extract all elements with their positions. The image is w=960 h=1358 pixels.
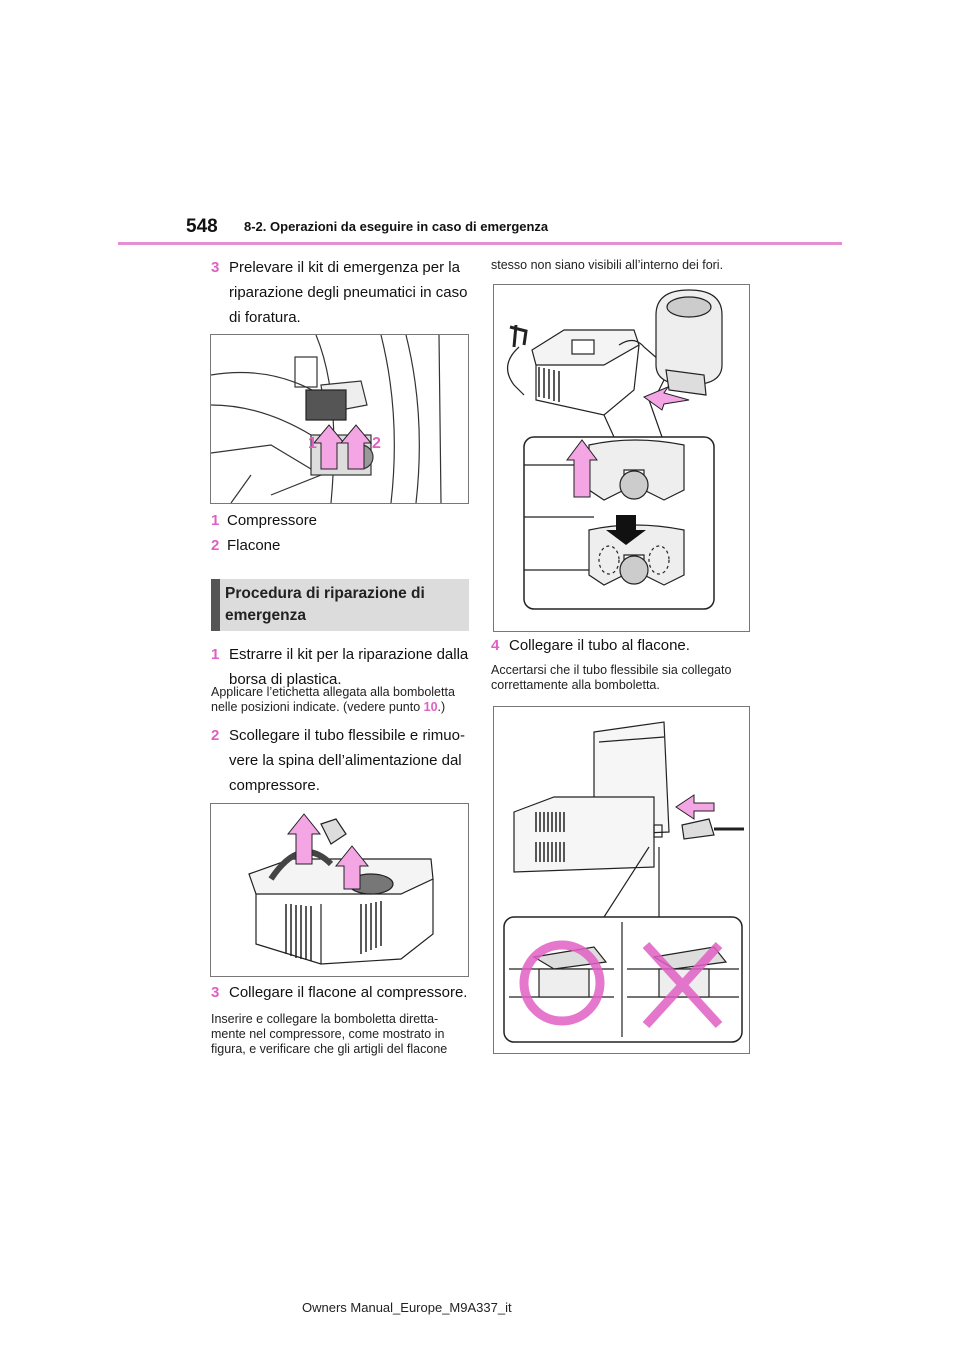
heading-bar	[211, 579, 220, 631]
note-line: Applicare l’etichetta allegata alla bomb…	[211, 685, 455, 699]
step-number: 4	[491, 637, 500, 654]
note-line: figura, e verificare che gli artigli del…	[211, 1042, 448, 1056]
legend-number: 1	[211, 512, 220, 529]
step-text-line: Prelevare il kit di emergenza per la	[229, 259, 460, 276]
procedure-heading: Procedura di riparazione di emergenza	[211, 579, 469, 631]
legend-label: Compressore	[227, 512, 318, 529]
proc-step-1-note: Applicare l’etichetta allegata alla bomb…	[211, 685, 471, 715]
note-line: correttamente alla bomboletta.	[491, 678, 660, 692]
header-rule	[118, 242, 842, 245]
step-text-line: borsa di plastica.	[229, 671, 342, 688]
step-number: 3	[211, 259, 220, 276]
step-text-line: vere la spina dell’alimentazione dal	[229, 752, 462, 769]
proc-step-3-note: Inserire e collegare la bomboletta diret…	[211, 1012, 471, 1057]
flask-insert-figure	[493, 284, 750, 632]
hose-connect-figure	[493, 706, 750, 1054]
incorrect-mark-icon	[642, 941, 723, 1029]
callout-1: 1	[308, 435, 317, 452]
legend-label: Flacone	[227, 537, 281, 554]
step-number: 3	[211, 984, 220, 1001]
heading-title: Procedura di riparazione di emergenza	[225, 583, 425, 627]
insert-arrow-icon	[642, 385, 690, 411]
step-number: 2	[211, 727, 220, 744]
step-text-line: Collegare il tubo al flacone.	[509, 637, 690, 654]
note-line: mente nel compressore, come mostrato in	[211, 1027, 445, 1041]
continued-note: stesso non siano visibili all’interno de…	[491, 258, 724, 272]
step-number: 1	[211, 646, 220, 663]
step-text-line: Collegare il flacone al compressore.	[229, 984, 468, 1001]
compressor-disconnect-figure	[210, 803, 469, 977]
legend-number: 2	[211, 537, 220, 554]
step-text-line: di foratura.	[229, 309, 301, 326]
note-text: nelle posizioni indicate. (vedere punto	[211, 700, 424, 714]
legend-item-compressor: 1 Compressore	[211, 508, 461, 533]
proc-step-1: 1 Estrarre il kit per la riparazione dal…	[211, 642, 471, 692]
down-arrow-press-icon	[606, 515, 646, 545]
up-arrow-hose-icon	[286, 813, 322, 865]
up-arrow-plug-icon	[334, 845, 370, 890]
section-title: 8-2. Operazioni da eseguire in caso di e…	[244, 219, 549, 234]
callout-2: 2	[372, 435, 381, 452]
note-line-with-ref: nelle posizioni indicate. (vedere punto …	[211, 700, 471, 715]
step-text-line: Scollegare il tubo flessibile e rimuo-	[229, 727, 465, 744]
correct-mark-icon	[519, 940, 605, 1026]
proc-step-2: 2 Scollegare il tubo flessibile e rimuo-…	[211, 723, 471, 799]
step-text-line: compressore.	[229, 777, 320, 794]
step-text-line: Estrarre il kit per la riparazione dalla	[229, 646, 469, 663]
note-line: Inserire e collegare la bomboletta diret…	[211, 1012, 439, 1026]
step-reference: 10	[423, 700, 438, 714]
legend-item-flask: 2 Flacone	[211, 533, 461, 558]
step-3-take-kit: 3 Prelevare il kit di emergenza per la r…	[211, 255, 471, 331]
page-number: 548	[186, 216, 218, 237]
proc-step-4-note: Accertarsi che il tubo flessibile sia co…	[491, 663, 751, 693]
note-text: .)	[437, 700, 446, 714]
kit-location-figure: 1 2	[210, 334, 469, 504]
heading-line: Procedura di riparazione di	[225, 585, 425, 602]
up-arrow-release-icon	[566, 439, 598, 498]
up-arrow-compressor-icon	[312, 424, 346, 470]
up-arrow-flask-icon	[339, 424, 373, 470]
left-arrow-connect-icon	[675, 794, 715, 820]
heading-line: emergenza	[225, 607, 306, 624]
footer-doc-id: Owners Manual_Europe_M9A337_it	[302, 1300, 512, 1315]
note-line: Accertarsi che il tubo flessibile sia co…	[491, 663, 732, 677]
step-text-line: riparazione degli pneumatici in caso	[229, 284, 468, 301]
proc-step-4: 4 Collegare il tubo al flacone.	[491, 633, 751, 658]
proc-step-3: 3 Collegare il flacone al compressore.	[211, 980, 471, 1005]
